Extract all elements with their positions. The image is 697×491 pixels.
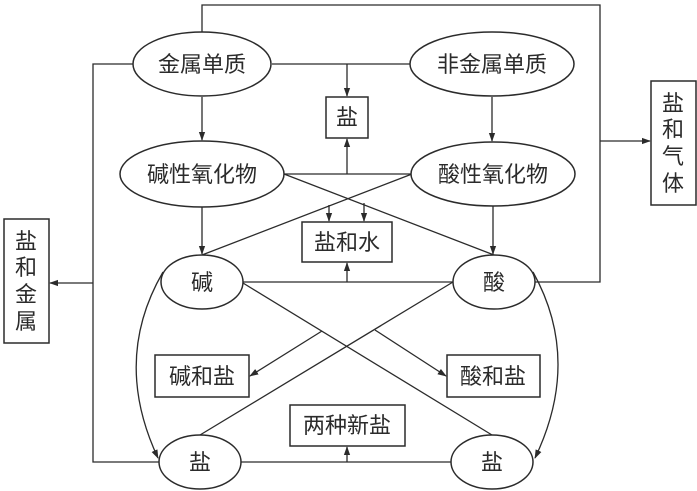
node-base: 碱 — [160, 254, 244, 310]
node-metal-label: 金属单质 — [158, 53, 246, 78]
node-acidic-oxide: 酸性氧化物 — [410, 141, 576, 207]
box-base-salt: 碱和盐 — [154, 354, 250, 398]
box-base-salt-label: 碱和盐 — [169, 365, 235, 390]
box-salt-gas-char-2: 和 — [662, 118, 684, 143]
edge-acid-to-salt-left — [199, 281, 454, 436]
node-base-label: 碱 — [191, 271, 213, 296]
box-salt-metal-char-3: 金 — [15, 283, 37, 308]
box-salt-water-label: 盐和水 — [314, 231, 380, 256]
box-acid-salt-label: 酸和盐 — [460, 365, 526, 390]
box-salt-top-label: 盐 — [336, 106, 358, 131]
edge-basic-oxide-to-acid — [283, 173, 495, 256]
box-salt-metal-char-2: 和 — [15, 256, 37, 281]
node-acidic-oxide-label: 酸性氧化物 — [438, 163, 548, 188]
edge-acidic-oxide-to-base — [201, 173, 413, 256]
node-acid-label: 酸 — [483, 271, 505, 296]
edge-metal-to-left-bus — [92, 63, 159, 463]
node-basic-oxide: 碱性氧化物 — [119, 140, 285, 208]
box-salt-gas-char-1: 盐 — [662, 92, 684, 117]
node-salt-left: 盐 — [158, 434, 242, 490]
box-salt-gas: 盐 和 气 体 — [650, 80, 697, 206]
node-salt-left-label: 盐 — [189, 451, 211, 476]
node-metal: 金属单质 — [132, 31, 272, 97]
box-acid-salt: 酸和盐 — [446, 354, 541, 398]
node-nonmetal: 非金属单质 — [409, 31, 575, 97]
edge-base-to-salt-left-curve — [135, 271, 164, 459]
edge-metal-to-right-bus — [201, 4, 601, 283]
box-salt-gas-char-3: 气 — [662, 145, 684, 170]
box-salt-metal: 盐 和 金 属 — [3, 218, 50, 344]
edge-acid-to-salt-right-curve — [532, 271, 559, 459]
box-salt-water: 盐和水 — [301, 221, 393, 263]
edge-to-base-salt — [249, 330, 323, 377]
edge-base-to-salt-right — [242, 282, 493, 436]
box-salt-metal-char-4: 属 — [15, 310, 37, 335]
box-two-new-salts: 两种新盐 — [289, 404, 406, 447]
node-basic-oxide-label: 碱性氧化物 — [147, 163, 257, 188]
node-nonmetal-label: 非金属单质 — [437, 53, 547, 78]
box-salt-top: 盐 — [325, 96, 369, 139]
box-salt-metal-char-1: 盐 — [15, 230, 37, 255]
node-salt-right-label: 盐 — [481, 451, 503, 476]
node-acid: 酸 — [452, 254, 536, 310]
box-salt-gas-char-4: 体 — [662, 172, 684, 197]
edge-to-acid-salt — [374, 329, 447, 377]
box-two-new-salts-label: 两种新盐 — [303, 414, 391, 439]
node-salt-right: 盐 — [450, 434, 534, 490]
